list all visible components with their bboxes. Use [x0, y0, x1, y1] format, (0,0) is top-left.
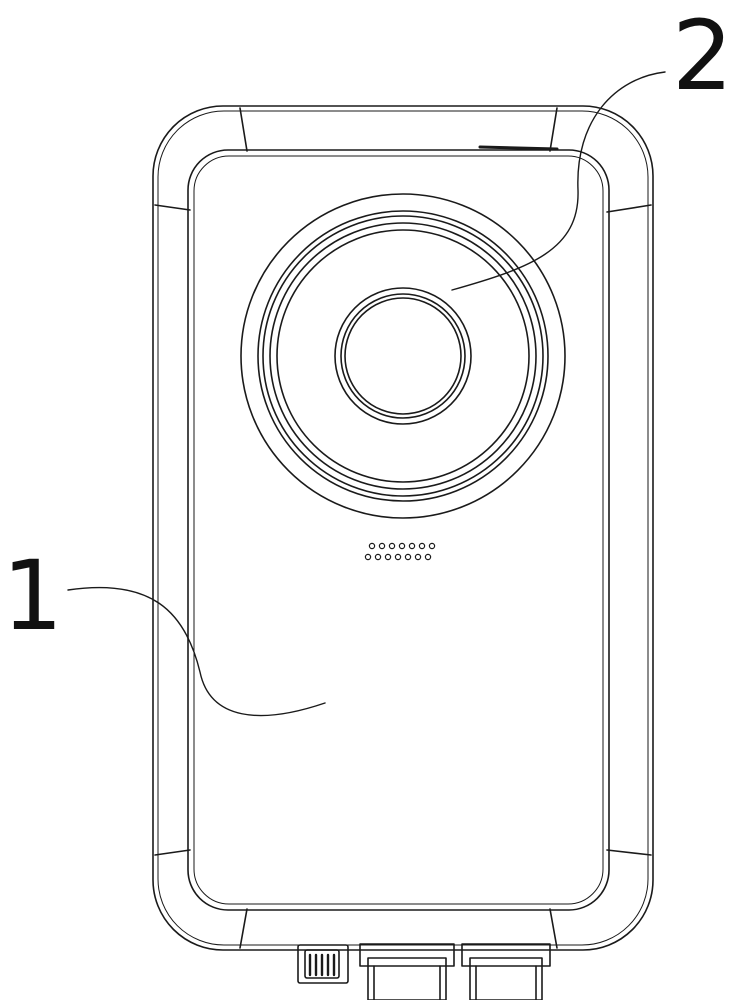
microphone-holes — [365, 543, 434, 559]
reference-label-2: 2 — [672, 8, 733, 104]
lens-assembly — [241, 194, 565, 518]
housing-outer — [153, 106, 653, 950]
bottom-connectors — [298, 944, 550, 1000]
corner-lines — [155, 108, 651, 948]
bottom-port-left — [360, 944, 454, 1000]
front-panel — [188, 150, 609, 910]
leader-line-2 — [452, 72, 665, 290]
leader-line-1 — [68, 588, 325, 716]
bottom-port-right — [462, 944, 550, 1000]
reference-label-1: 1 — [2, 548, 63, 644]
